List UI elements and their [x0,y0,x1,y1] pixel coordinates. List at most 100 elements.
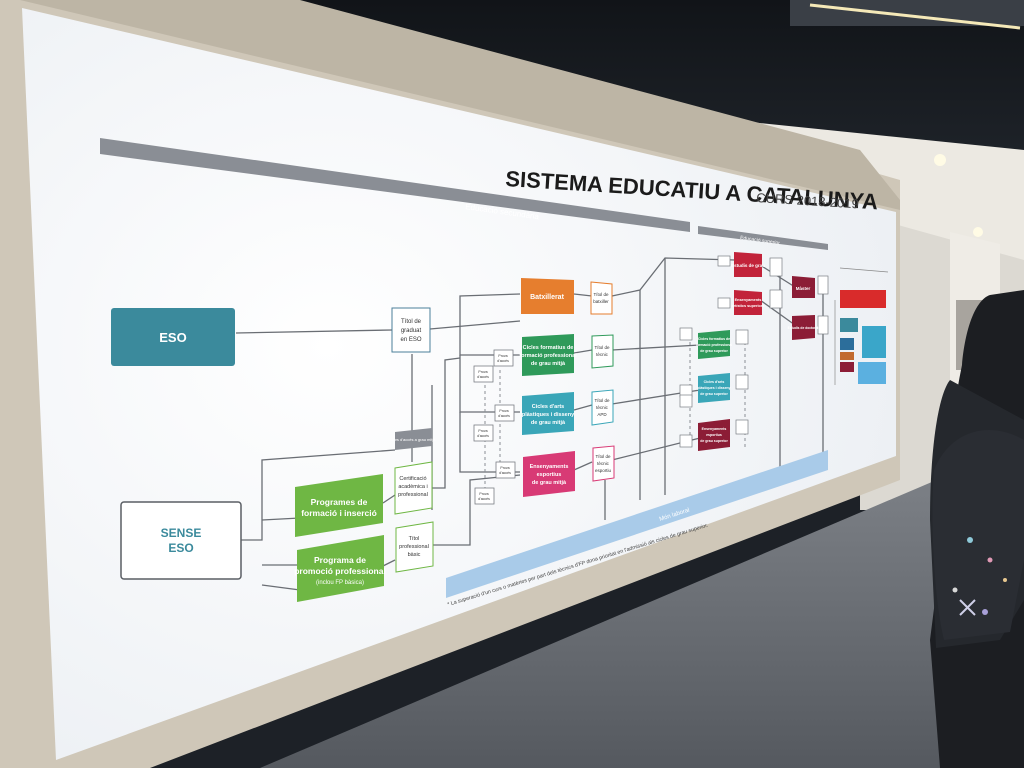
pfi-text: formació i inserció [301,508,377,518]
pfi-box: Programes de formació i inserció [295,474,383,537]
legend-area [834,267,889,385]
titol-basic-text: bàsic [408,552,421,558]
visitor-person [930,290,1024,768]
backpack [932,430,1024,640]
titol-tecnic-text: tècnic [596,352,609,357]
floor [260,470,1024,768]
cfgs-text: de grau superior [700,349,728,353]
mon-laboral-bar [446,450,828,598]
certificacio-text: professional [398,492,428,498]
cfgm-text: Cicles formatius de [523,345,574,351]
doctorat-box: Estudis de doctorat [788,315,820,340]
prova-text: Prova [498,354,507,358]
pfi-text: Programes de [311,497,368,507]
prova-text: Prova [500,466,509,470]
master-text: Màster [796,286,811,291]
prova-text: d'accés [478,497,490,501]
titol-esportiu-box: Títol de tècnic esportiu [592,445,615,482]
sense-label: SENSE [161,526,202,540]
titol-tecnic-text: Títol de [594,345,610,350]
titol-apd-text: APD [597,412,607,417]
estudis-grau-box: Estudis de grau [731,252,765,277]
prova-text: d'accés [499,471,511,475]
esportius-sup-text: de grau superior [700,439,728,443]
titol-batx-text: batxiller [593,299,609,304]
cicles-arts-sup-box: Cicles d'arts plàstiques i disseny de gr… [697,373,731,403]
secondary-header-bar [100,138,690,232]
certificacio-text: Certificació [399,476,426,482]
curs-acces-text: Curs d'accés a grau mitjà [390,437,436,442]
ppp-box: Programa de promoció professional (inclo… [294,535,386,602]
prova-acces-box: Prova d'accés [495,461,516,479]
titol-graduat-box: Títol de graduat en ESO [391,307,431,353]
prova-acces-box: Prova d'accés [493,349,514,367]
ens-artistics-text: artístics superiors [732,304,765,308]
eso-box: ESO [111,308,235,366]
prova-text: d'accés [498,414,510,418]
cicles-arts-sup-text: plàstiques i disseny [697,386,730,390]
cfgm-box: Cicles formatius de formació professiona… [519,334,577,376]
esportius-sup-text: esportius [706,433,722,437]
curs-acces-box: Curs d'accés a grau mitjà [390,428,436,450]
esportius-text: esportius [537,472,562,478]
batxillerat-label: Batxillerat [530,294,565,301]
panel-course: CURS 2018-2019 [756,190,859,211]
ceiling-light [809,3,1021,30]
mini-boxes [679,255,829,448]
batxillerat-box: Batxillerat [521,278,574,314]
arts-mitja-box: Cicles d'arts plàstiques i disseny de gr… [522,392,575,435]
ppp-text: (inclou FP bàsica) [316,580,364,586]
eso-label: ESO [159,330,186,345]
prova-acces-box: Prova d'accés [473,424,494,442]
prova-acces-box: Prova d'accés [494,404,515,422]
cfgm-text: formació professional [519,353,577,359]
sense-eso-label: ESO [168,541,193,555]
sense-eso-box: SENSE ESO [120,501,242,580]
certificacio-text: acadèmica i [398,484,427,490]
ppp-text: Programa de [314,555,366,565]
prova-text: d'accés [477,434,489,438]
higher-header-label: Educació superior [740,235,781,247]
titol-basic-text: professional [399,544,429,550]
cicles-arts-sup-text: Cicles d'arts [704,380,725,384]
titol-apd-text: tècnic [596,405,609,410]
prova-text: Prova [499,409,508,413]
doctorat-text: Estudis de doctorat [788,326,820,330]
titol-esp-text: tècnic [597,461,610,466]
titol-basic-box: Títol professional bàsic [395,521,434,573]
ens-artistics-box: Ensenyaments artístics superiors [732,290,765,315]
prova-acces-box: Prova d'accés [474,487,495,505]
prova-text: Prova [478,370,487,374]
titol-batx-text: Títol de [593,292,609,297]
ppp-text: promoció professional [294,566,386,576]
esportius-sup-box: Ensenyaments esportius de grau superior [698,419,730,451]
esportius-sup-text: Ensenyaments [702,427,727,431]
spotlight [973,227,983,237]
cicles-arts-sup-text: de grau superior [700,392,728,396]
prova-text: Prova [479,492,488,496]
higher-header-bar [698,226,828,250]
titol-esp-text: Títol de [595,454,611,459]
arts-text: plàstiques i disseny [522,412,575,418]
prova-text: d'accés [477,375,489,379]
esportius-text: Ensenyaments [530,464,569,470]
titol-graduat-text: Títol de [401,319,422,325]
arts-text: Cicles d'arts [532,404,565,410]
esportius-text: de grau mitjà [532,480,567,486]
prova-text: d'accés [497,359,509,363]
cfgs-text: Cicles formatius de [698,337,730,341]
esportius-mitja-box: Ensenyaments esportius de grau mitjà [523,451,575,497]
prova-acces-box: Prova d'accés [473,365,494,383]
prova-text: Prova [478,429,487,433]
estudis-grau-text: Estudis de grau [731,263,765,268]
titol-basic-text: Títol [409,536,420,542]
cfgm-text: de grau mitjà [531,361,566,367]
titol-apd-box: Títol de tècnic APD [591,389,614,426]
ens-artistics-text: Ensenyaments [735,298,762,302]
arts-text: de grau mitjà [531,420,566,426]
certificacio-box: Certificació acadèmica i professional [394,461,433,515]
titol-graduat-text: graduat [401,328,422,334]
titol-batxiller-box: Títol de batxiller [590,281,613,315]
cfgs-box: Cicles formatius de formació professiona… [696,330,732,359]
